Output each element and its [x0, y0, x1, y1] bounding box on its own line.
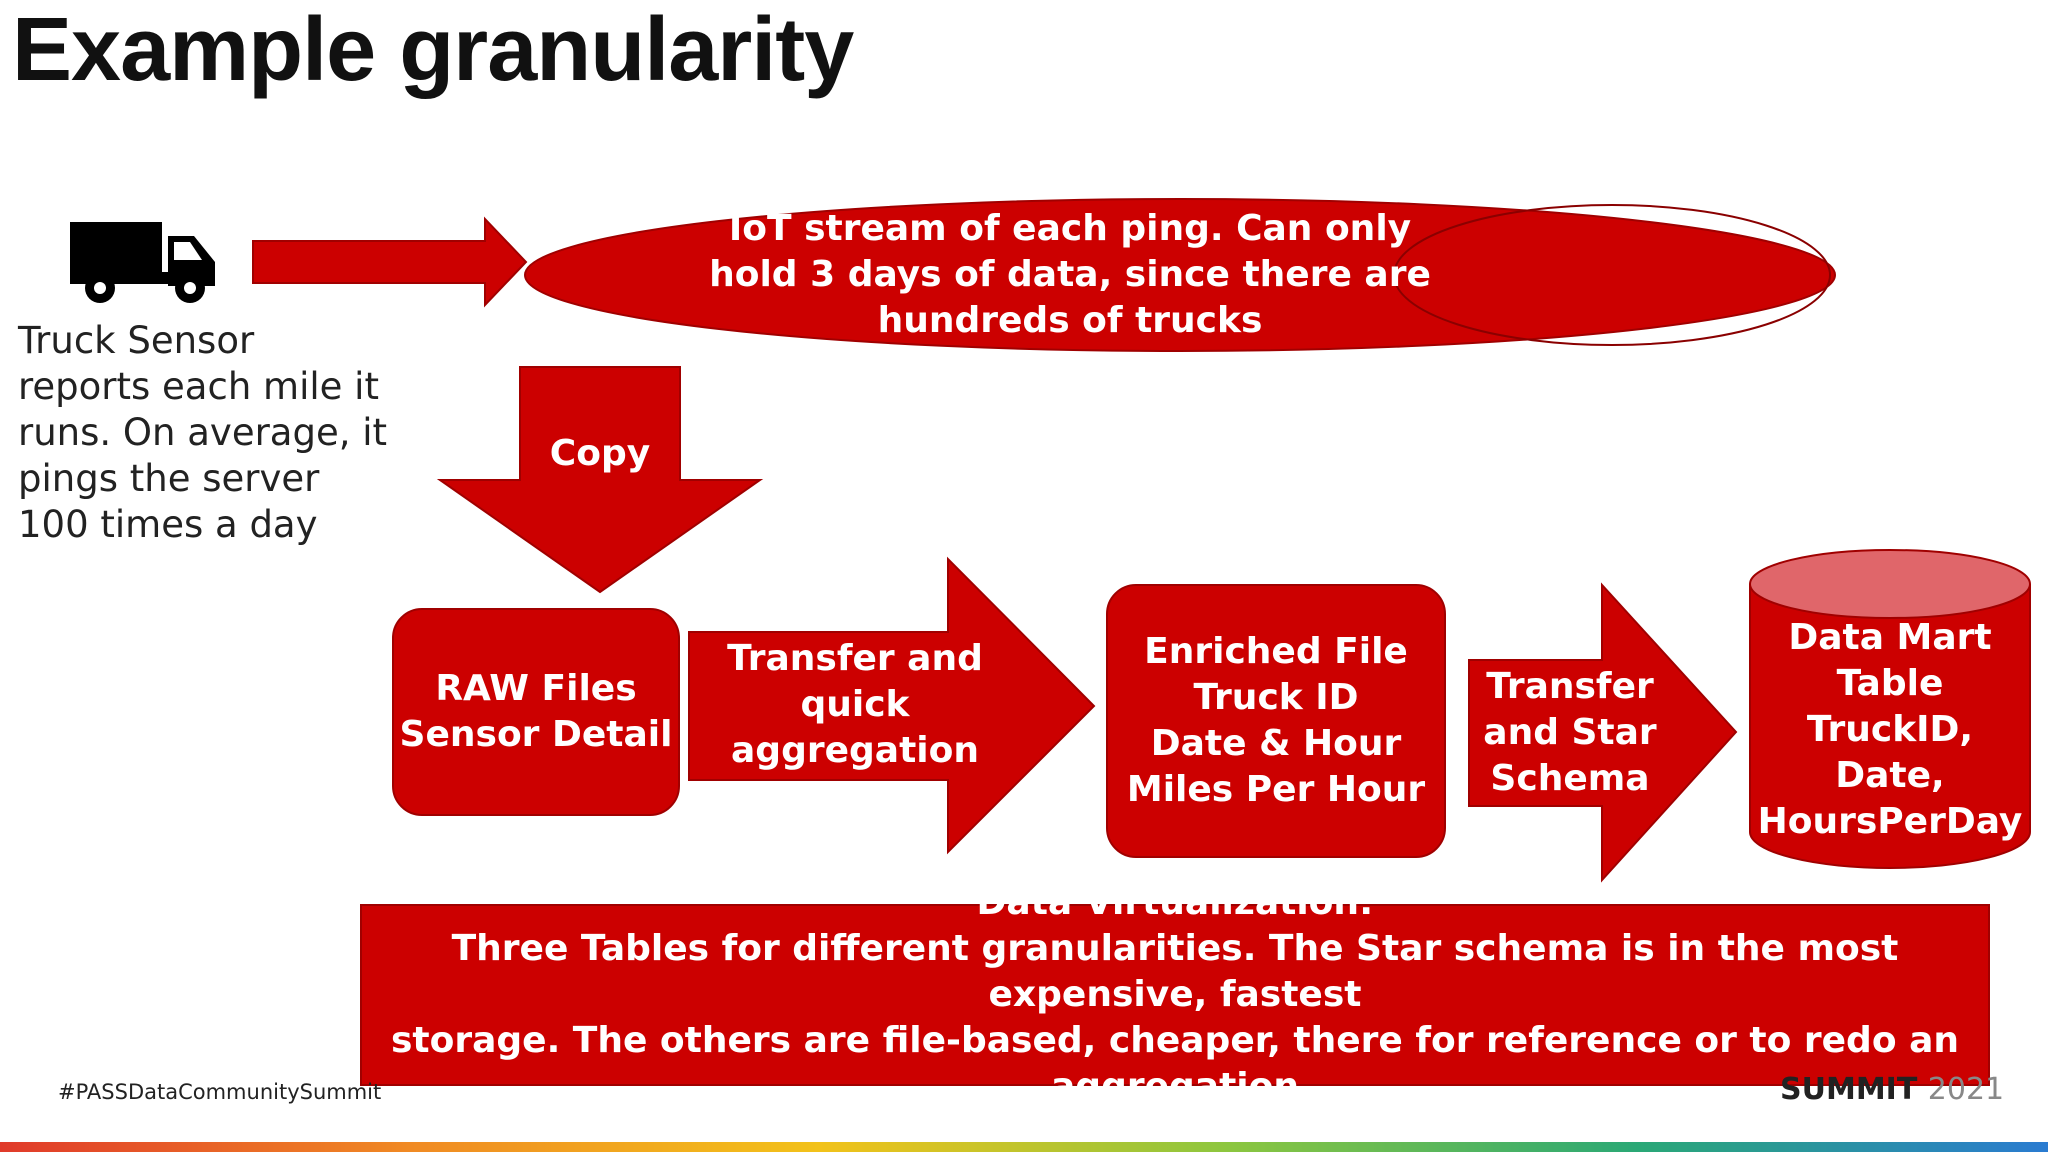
summit-logo-word: SUMMIT [1780, 1072, 1918, 1107]
raw-files-box: RAW Files Sensor Detail [392, 608, 680, 816]
slide-title: Example granularity [12, 0, 854, 100]
truck-sensor-description: Truck Sensor reports each mile it runs. … [18, 319, 388, 546]
copy-arrow-label: Copy [549, 432, 651, 474]
iot-stream-ellipse [524, 198, 1836, 352]
enriched-file-box: Enriched File Truck ID Date & Hour Miles… [1106, 584, 1446, 858]
transfer-star-schema-label: Transfer and Star Schema [1483, 666, 1657, 799]
data-mart-cylinder [1749, 549, 2031, 869]
data-virtualization-box: Data Virtualization: Three Tables for di… [360, 882, 1990, 1107]
summit-logo-year: 2021 [1927, 1072, 2005, 1107]
transfer-aggregation-label: Transfer and quick aggregation [727, 638, 983, 771]
footer-color-bar [0, 1142, 2048, 1152]
transfer-star-schema-arrow [1468, 582, 1738, 883]
arrow-to-iot-stream [252, 216, 528, 308]
summit-logo: SUMMIT 2021 [1780, 1072, 2004, 1107]
iot-stream-text: IoT stream of each ping. Can only hold 3… [709, 208, 1431, 341]
data-mart-text: Data Mart Table TruckID, Date, HoursPerD… [1757, 617, 2023, 842]
truck-icon [70, 222, 215, 303]
transfer-aggregation-arrow [688, 556, 1096, 855]
hashtag: #PASSDataCommunitySummit [58, 1080, 382, 1104]
copy-arrow [436, 366, 764, 594]
